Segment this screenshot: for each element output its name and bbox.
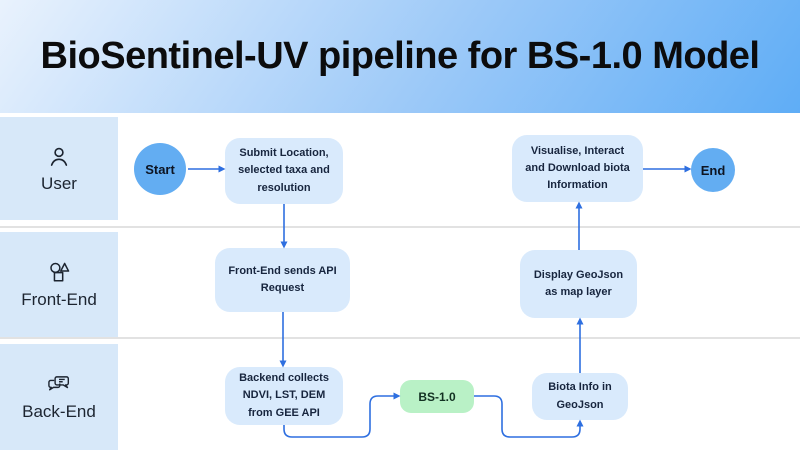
node-frontend-api-request: Front-End sends API Request bbox=[215, 248, 350, 312]
lane-label-backend: Back-End bbox=[22, 402, 96, 421]
user-icon bbox=[46, 144, 72, 170]
node-backend-collects: Backend collects NDVI, LST, DEM from GEE… bbox=[225, 367, 343, 425]
lane-separator-2 bbox=[0, 337, 800, 339]
node-end: End bbox=[691, 148, 735, 192]
lane-panel-frontend: Front-End bbox=[0, 232, 118, 337]
node-visualise-download: Visualise, Interact and Download biota I… bbox=[512, 135, 643, 202]
node-start: Start bbox=[134, 143, 186, 195]
node-biota-geojson: Biota Info in GeoJson bbox=[532, 373, 628, 420]
lane-panel-backend: Back-End bbox=[0, 344, 118, 450]
lane-label-frontend: Front-End bbox=[21, 289, 97, 309]
node-submit-location: Submit Location, selected taxa and resol… bbox=[225, 138, 343, 204]
node-display-geojson: Display GeoJson as map layer bbox=[520, 250, 637, 318]
node-bs-model: BS-1.0 bbox=[400, 380, 474, 413]
lane-panel-user: User bbox=[0, 117, 118, 220]
chat-bubbles-icon bbox=[46, 372, 72, 398]
lane-separator-1 bbox=[0, 226, 800, 228]
page-title: BioSentinel-UV pipeline for BS-1.0 Model bbox=[40, 35, 760, 77]
shapes-icon bbox=[46, 260, 72, 286]
lane-label-user: User bbox=[41, 173, 77, 193]
header-banner: BioSentinel-UV pipeline for BS-1.0 Model bbox=[0, 0, 800, 113]
